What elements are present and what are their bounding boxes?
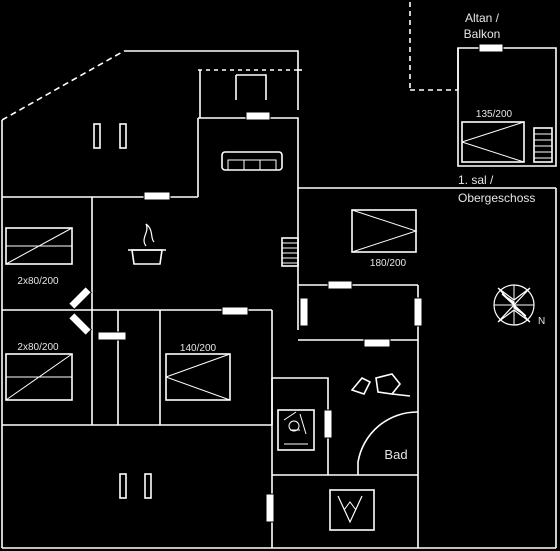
bed-left-top (5, 227, 73, 265)
upper-floor-inset (409, 2, 557, 167)
bed-left-mid (5, 353, 73, 401)
stairs-icon (281, 237, 299, 267)
bed-right-size: 180/200 (370, 258, 407, 269)
upper-bed-size: 135/200 (476, 109, 513, 120)
doors (67, 43, 504, 523)
exterior-walls (1, 50, 557, 549)
bed-center (165, 353, 231, 401)
bed-left-top-size: 2x80/200 (17, 276, 59, 287)
bath-label: Bad (384, 447, 407, 462)
cooking-pot-icon (128, 223, 166, 265)
floor-label-line1: 1. sal / (458, 173, 494, 187)
bed-center-size: 140/200 (180, 343, 217, 354)
window-markers (93, 123, 152, 499)
shower-icon (357, 411, 419, 475)
sink-icon (329, 489, 375, 531)
balcony-label-line2: Balkon (464, 27, 501, 41)
compass-icon (493, 284, 535, 326)
toilet-icon (350, 373, 411, 397)
balcony-label-line1: Altan / (465, 11, 500, 25)
interior-walls (2, 74, 556, 548)
compass-north-label: N (538, 316, 545, 327)
bed-upper (461, 121, 525, 163)
bed-left-mid-size: 2x80/200 (17, 342, 59, 353)
floor-label-line2: Obergeschoss (458, 191, 535, 205)
beds (5, 121, 525, 401)
sofa-icon (221, 151, 283, 171)
bed-right (351, 209, 418, 253)
labels: Altan / Balkon 135/200 1. sal / Obergesc… (17, 11, 545, 462)
wood-stove-icon (277, 409, 315, 451)
